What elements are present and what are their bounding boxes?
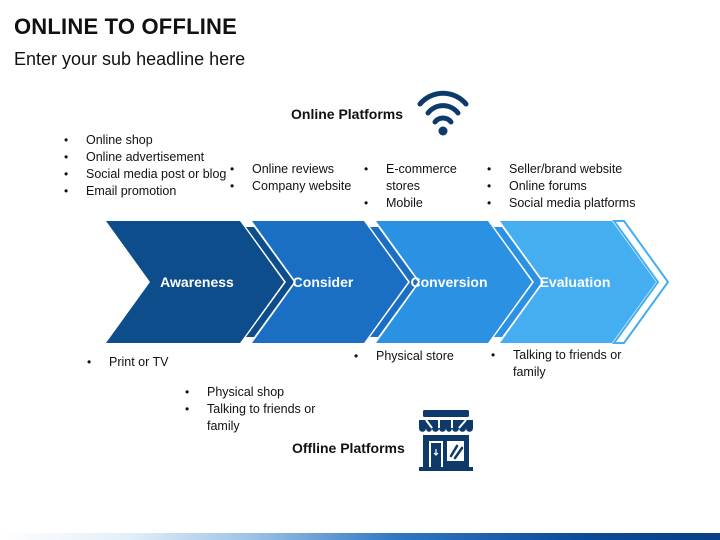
wifi-icon	[414, 84, 472, 145]
chevron-awareness	[106, 221, 284, 343]
offline-platforms-title: Offline Platforms	[292, 440, 405, 456]
stage-label-consider: Consider	[293, 274, 354, 290]
list-item: Physical store	[352, 348, 472, 365]
stage-label-awareness: Awareness	[160, 274, 234, 290]
list-item: Talking to friends or family	[489, 347, 649, 381]
online-list-consider: Online reviews Company website	[228, 161, 356, 195]
store-icon	[417, 410, 475, 477]
offline-list-conversion: Physical store	[352, 348, 472, 365]
chevron-divider-2	[364, 221, 420, 343]
chevron-stripe-1	[246, 227, 294, 337]
list-item: Social media platforms	[485, 195, 675, 212]
list-item: Print or TV	[85, 354, 205, 371]
offline-list-consider: Physical shop Talking to friends or fami…	[183, 384, 343, 435]
list-item: Online forums	[485, 178, 675, 195]
stage-label-conversion: Conversion	[410, 274, 487, 290]
offline-list-evaluation: Talking to friends or family	[489, 347, 649, 381]
page-title: ONLINE TO OFFLINE	[14, 14, 237, 39]
page-subtitle: Enter your sub headline here	[14, 49, 246, 69]
stage-label-evaluation: Evaluation	[540, 274, 611, 290]
chevron-divider-4	[608, 227, 656, 337]
list-item: Mobile	[362, 195, 472, 212]
list-item: E-commerce stores	[362, 161, 472, 195]
online-list-conversion: E-commerce stores Mobile	[362, 161, 472, 212]
list-item: Social media post or blog	[62, 166, 232, 183]
list-item: Seller/brand website	[485, 161, 675, 178]
list-item: Online advertisement	[62, 149, 232, 166]
chevron-divider-3	[488, 221, 544, 343]
list-item: Online shop	[62, 132, 232, 149]
chevron-divider-1	[240, 221, 296, 343]
offline-list-awareness: Print or TV	[85, 354, 205, 371]
chevron-stripe-2	[370, 227, 418, 337]
list-item: Company website	[228, 178, 356, 195]
list-item: Talking to friends or family	[183, 401, 343, 435]
online-list-awareness: Online shop Online advertisement Social …	[62, 132, 232, 200]
online-list-evaluation: Seller/brand website Online forums Socia…	[485, 161, 675, 212]
list-item: Physical shop	[183, 384, 343, 401]
chevron-outline-evaluation	[612, 220, 670, 344]
online-platforms-title: Online Platforms	[291, 106, 404, 122]
chevron-stripe-3	[494, 227, 542, 337]
list-item: Email promotion	[62, 183, 232, 200]
list-item: Online reviews	[228, 161, 356, 178]
footer-bar	[0, 533, 720, 540]
